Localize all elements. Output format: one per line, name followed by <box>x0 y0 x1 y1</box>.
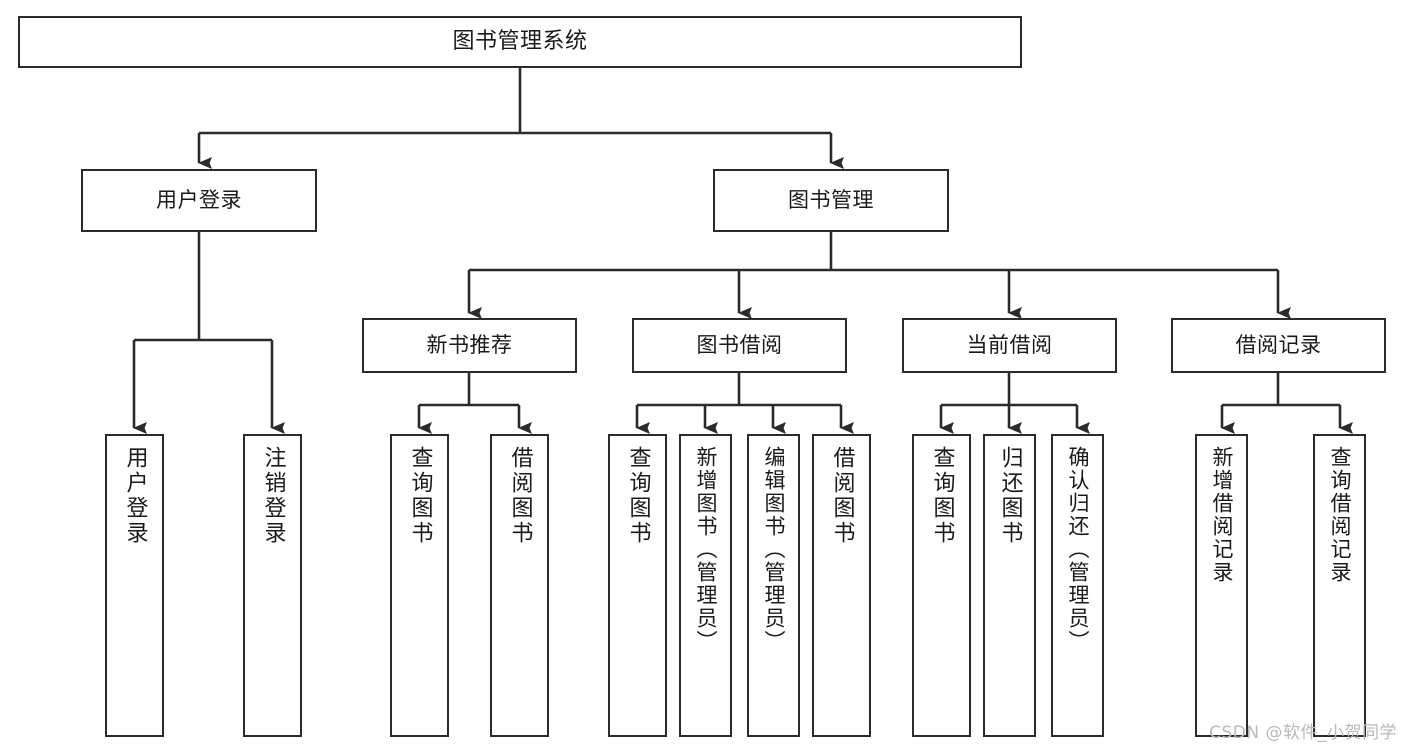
node-leaf-confirm-return-admin[interactable]: 确认归还（管理员） <box>1051 434 1104 737</box>
node-leaf-query-borrow-record-label: 查询借阅记录 <box>1328 446 1352 584</box>
node-borrow-record[interactable]: 借阅记录 <box>1171 318 1386 373</box>
node-new-book-recommend-label: 新书推荐 <box>426 333 513 358</box>
node-book-management[interactable]: 图书管理 <box>713 169 949 232</box>
node-current-borrow-label: 当前借阅 <box>966 333 1053 358</box>
node-leaf-query-borrow-record[interactable]: 查询借阅记录 <box>1313 434 1366 737</box>
node-leaf-query-book-recommend[interactable]: 查询图书 <box>390 434 449 737</box>
node-new-book-recommend[interactable]: 新书推荐 <box>362 318 577 373</box>
node-current-borrow[interactable]: 当前借阅 <box>902 318 1117 373</box>
node-user-login-label: 用户登录 <box>156 188 242 213</box>
node-book-borrow-label: 图书借阅 <box>696 333 783 358</box>
node-leaf-logout[interactable]: 注销登录 <box>243 434 302 737</box>
node-leaf-confirm-return-admin-label: 确认归还（管理员） <box>1066 446 1090 653</box>
node-leaf-borrow-book[interactable]: 借阅图书 <box>812 434 871 737</box>
node-root-system[interactable]: 图书管理系统 <box>18 16 1022 68</box>
node-leaf-return-book[interactable]: 归还图书 <box>983 434 1036 737</box>
node-book-borrow[interactable]: 图书借阅 <box>632 318 847 373</box>
node-leaf-add-book-admin[interactable]: 新增图书（管理员） <box>679 434 732 737</box>
node-leaf-edit-book-admin[interactable]: 编辑图书（管理员） <box>747 434 800 737</box>
node-borrow-record-label: 借阅记录 <box>1235 333 1322 358</box>
node-leaf-borrow-book-recommend-label: 借阅图书 <box>507 446 533 546</box>
node-leaf-add-borrow-record[interactable]: 新增借阅记录 <box>1195 434 1248 737</box>
node-leaf-query-book-borrow[interactable]: 查询图书 <box>608 434 667 737</box>
node-leaf-add-borrow-record-label: 新增借阅记录 <box>1210 446 1234 584</box>
node-leaf-logout-label: 注销登录 <box>260 446 286 546</box>
node-leaf-borrow-book-recommend[interactable]: 借阅图书 <box>490 434 549 737</box>
node-leaf-query-book-current[interactable]: 查询图书 <box>912 434 971 737</box>
node-leaf-query-book-recommend-label: 查询图书 <box>407 446 433 546</box>
node-leaf-query-book-borrow-label: 查询图书 <box>625 446 651 546</box>
node-leaf-return-book-label: 归还图书 <box>997 446 1023 546</box>
node-root-system-label: 图书管理系统 <box>452 29 588 55</box>
node-book-management-label: 图书管理 <box>788 188 874 213</box>
node-leaf-login-label: 用户登录 <box>122 446 148 546</box>
node-leaf-add-book-admin-label: 新增图书（管理员） <box>694 446 718 653</box>
node-leaf-edit-book-admin-label: 编辑图书（管理员） <box>762 446 786 653</box>
node-leaf-borrow-book-label: 借阅图书 <box>829 446 855 546</box>
node-user-login[interactable]: 用户登录 <box>81 169 317 232</box>
node-leaf-query-book-current-label: 查询图书 <box>929 446 955 546</box>
csdn-watermark: CSDN @软件_小贺同学 <box>1209 723 1397 743</box>
node-leaf-login[interactable]: 用户登录 <box>105 434 164 737</box>
